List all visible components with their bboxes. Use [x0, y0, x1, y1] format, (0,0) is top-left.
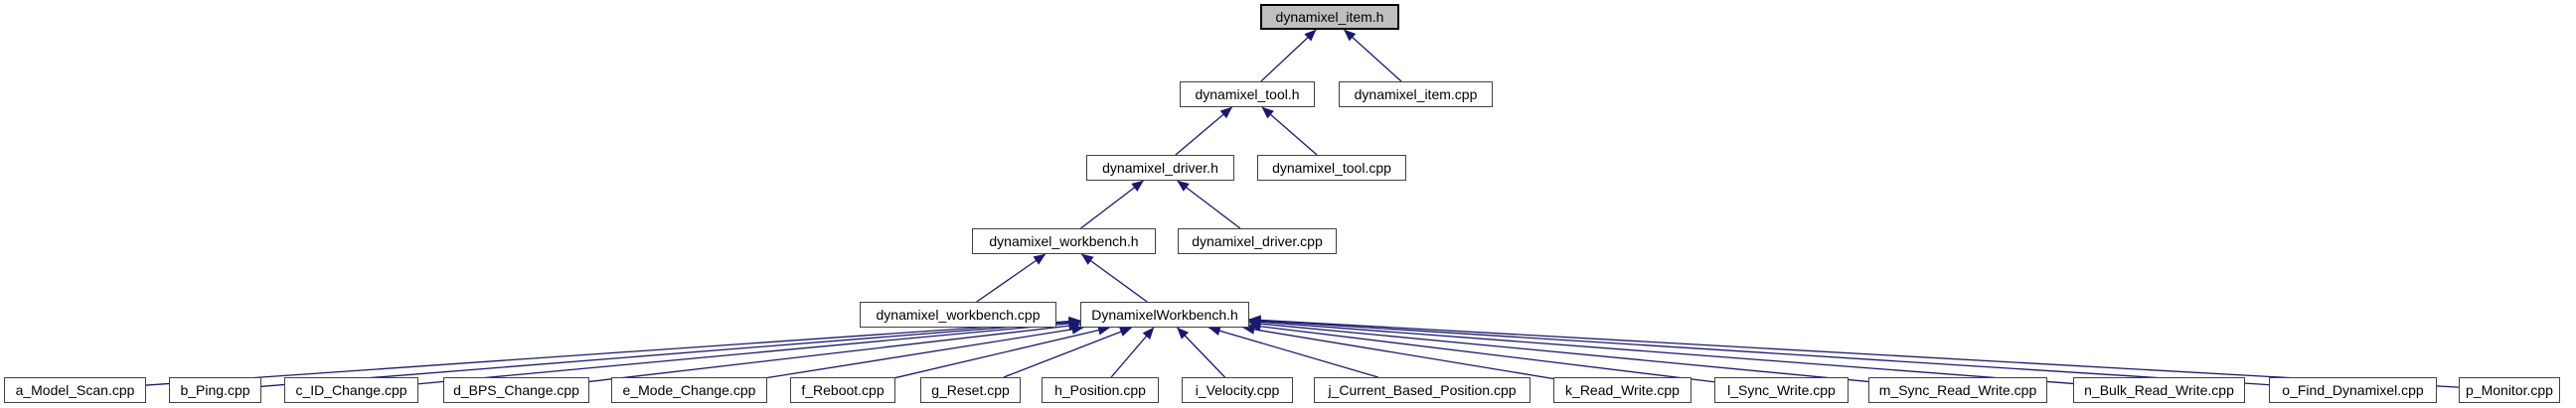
graph-node-dynamixel-tool-h[interactable]: dynamixel_tool.h — [1180, 81, 1315, 107]
graph-node-a-model-scan-cpp[interactable]: a_Model_Scan.cpp — [4, 377, 146, 403]
graph-node-dynamixel-driver-cpp[interactable]: dynamixel_driver.cpp — [1178, 228, 1337, 254]
graph-node-o-find-dynamixel-cpp[interactable]: o_Find_Dynamixel.cpp — [2269, 377, 2437, 403]
graph-node-dynamixel-driver-h[interactable]: dynamixel_driver.h — [1086, 155, 1234, 181]
graph-edge-DynamixelWorkbench_h-to-dynamixel_workbench_h — [1080, 253, 1148, 303]
graph-edge-dynamixel_driver_cpp-to-dynamixel_driver_h — [1177, 180, 1241, 229]
graph-edge-j_Current_Based_Position_cpp-to-DynamixelWorkbench_h — [1208, 326, 1378, 378]
graph-node-dynamixel-workbench-h[interactable]: dynamixel_workbench.h — [972, 228, 1156, 254]
graph-node-j-current-based-position-cpp[interactable]: j_Current_Based_Position.cpp — [1314, 377, 1530, 403]
graph-edge-h_Position_cpp-to-DynamixelWorkbench_h — [1110, 327, 1155, 378]
graph-edge-i_Velocity_cpp-to-DynamixelWorkbench_h — [1177, 327, 1225, 378]
graph-node-f-reboot-cpp[interactable]: f_Reboot.cpp — [790, 377, 895, 403]
graph-node-n-bulk-read-write-cpp[interactable]: n_Bulk_Read_Write.cpp — [2073, 377, 2245, 403]
graph-edge-e_Mode_Change_cpp-to-DynamixelWorkbench_h — [766, 324, 1084, 379]
graph-node-e-mode-change-cpp[interactable]: e_Mode_Change.cpp — [611, 377, 767, 403]
graph-edge-o_Find_Dynamixel_cpp-to-DynamixelWorkbench_h — [1248, 316, 2270, 386]
graph-node-p-monitor-cpp[interactable]: p_Monitor.cpp — [2459, 377, 2560, 403]
graph-node-dynamixel-item-h[interactable]: dynamixel_item.h — [1260, 4, 1399, 30]
graph-edge-dynamixel_item_cpp-to-dynamixel_item_h — [1343, 29, 1402, 82]
graph-node-dynamixel-tool-cpp[interactable]: dynamixel_tool.cpp — [1257, 155, 1406, 181]
graph-node-dynamixel-workbench-cpp[interactable]: dynamixel_workbench.cpp — [860, 302, 1056, 328]
graph-edge-dynamixel_workbench_h-to-dynamixel_driver_h — [1080, 180, 1144, 229]
graph-node-dynamixel-item-cpp[interactable]: dynamixel_item.cpp — [1339, 81, 1493, 107]
graph-edge-dynamixel_driver_h-to-dynamixel_tool_h — [1175, 106, 1233, 156]
graph-edge-dynamixel_workbench_cpp-to-dynamixel_workbench_h — [976, 253, 1046, 303]
graph-node-b-ping-cpp[interactable]: b_Ping.cpp — [169, 377, 261, 403]
graph-edge-k_Read_Write_cpp-to-DynamixelWorkbench_h — [1242, 324, 1554, 380]
graph-edge-a_Model_Scan_cpp-to-DynamixelWorkbench_h — [145, 316, 1081, 386]
graph-node-d-bps-change-cpp[interactable]: d_BPS_Change.cpp — [443, 377, 589, 403]
graph-edge-dynamixel_tool_cpp-to-dynamixel_tool_h — [1261, 106, 1318, 156]
graph-edge-f_Reboot_cpp-to-DynamixelWorkbench_h — [894, 325, 1111, 379]
graph-edge-c_ID_Change_cpp-to-DynamixelWorkbench_h — [417, 318, 1081, 385]
graph-node-c-id-change-cpp[interactable]: c_ID_Change.cpp — [284, 377, 418, 403]
graph-node-m-sync-read-write-cpp[interactable]: m_Sync_Read_Write.cpp — [1868, 377, 2047, 403]
graph-edge-g_Reset_cpp-to-DynamixelWorkbench_h — [1003, 327, 1133, 378]
graph-edge-dynamixel_tool_h-to-dynamixel_item_h — [1260, 29, 1317, 82]
graph-node-h-position-cpp[interactable]: h_Position.cpp — [1042, 377, 1159, 403]
graph-node-i-velocity-cpp[interactable]: i_Velocity.cpp — [1182, 377, 1293, 403]
graph-edge-m_Sync_Read_Write_cpp-to-DynamixelWorkbench_h — [1248, 319, 1869, 383]
graph-edge-l_Sync_Write_cpp-to-DynamixelWorkbench_h — [1248, 321, 1715, 383]
graph-node-k-read-write-cpp[interactable]: k_Read_Write.cpp — [1553, 377, 1691, 403]
graph-node-g-reset-cpp[interactable]: g_Reset.cpp — [920, 377, 1021, 403]
graph-node-dynamixelworkbench-h[interactable]: DynamixelWorkbench.h — [1080, 302, 1249, 328]
graph-node-l-sync-write-cpp[interactable]: l_Sync_Write.cpp — [1714, 377, 1849, 403]
graph-edge-n_Bulk_Read_Write_cpp-to-DynamixelWorkbench_h — [1248, 317, 2074, 385]
graph-edge-d_BPS_Change_cpp-to-DynamixelWorkbench_h — [588, 321, 1081, 383]
